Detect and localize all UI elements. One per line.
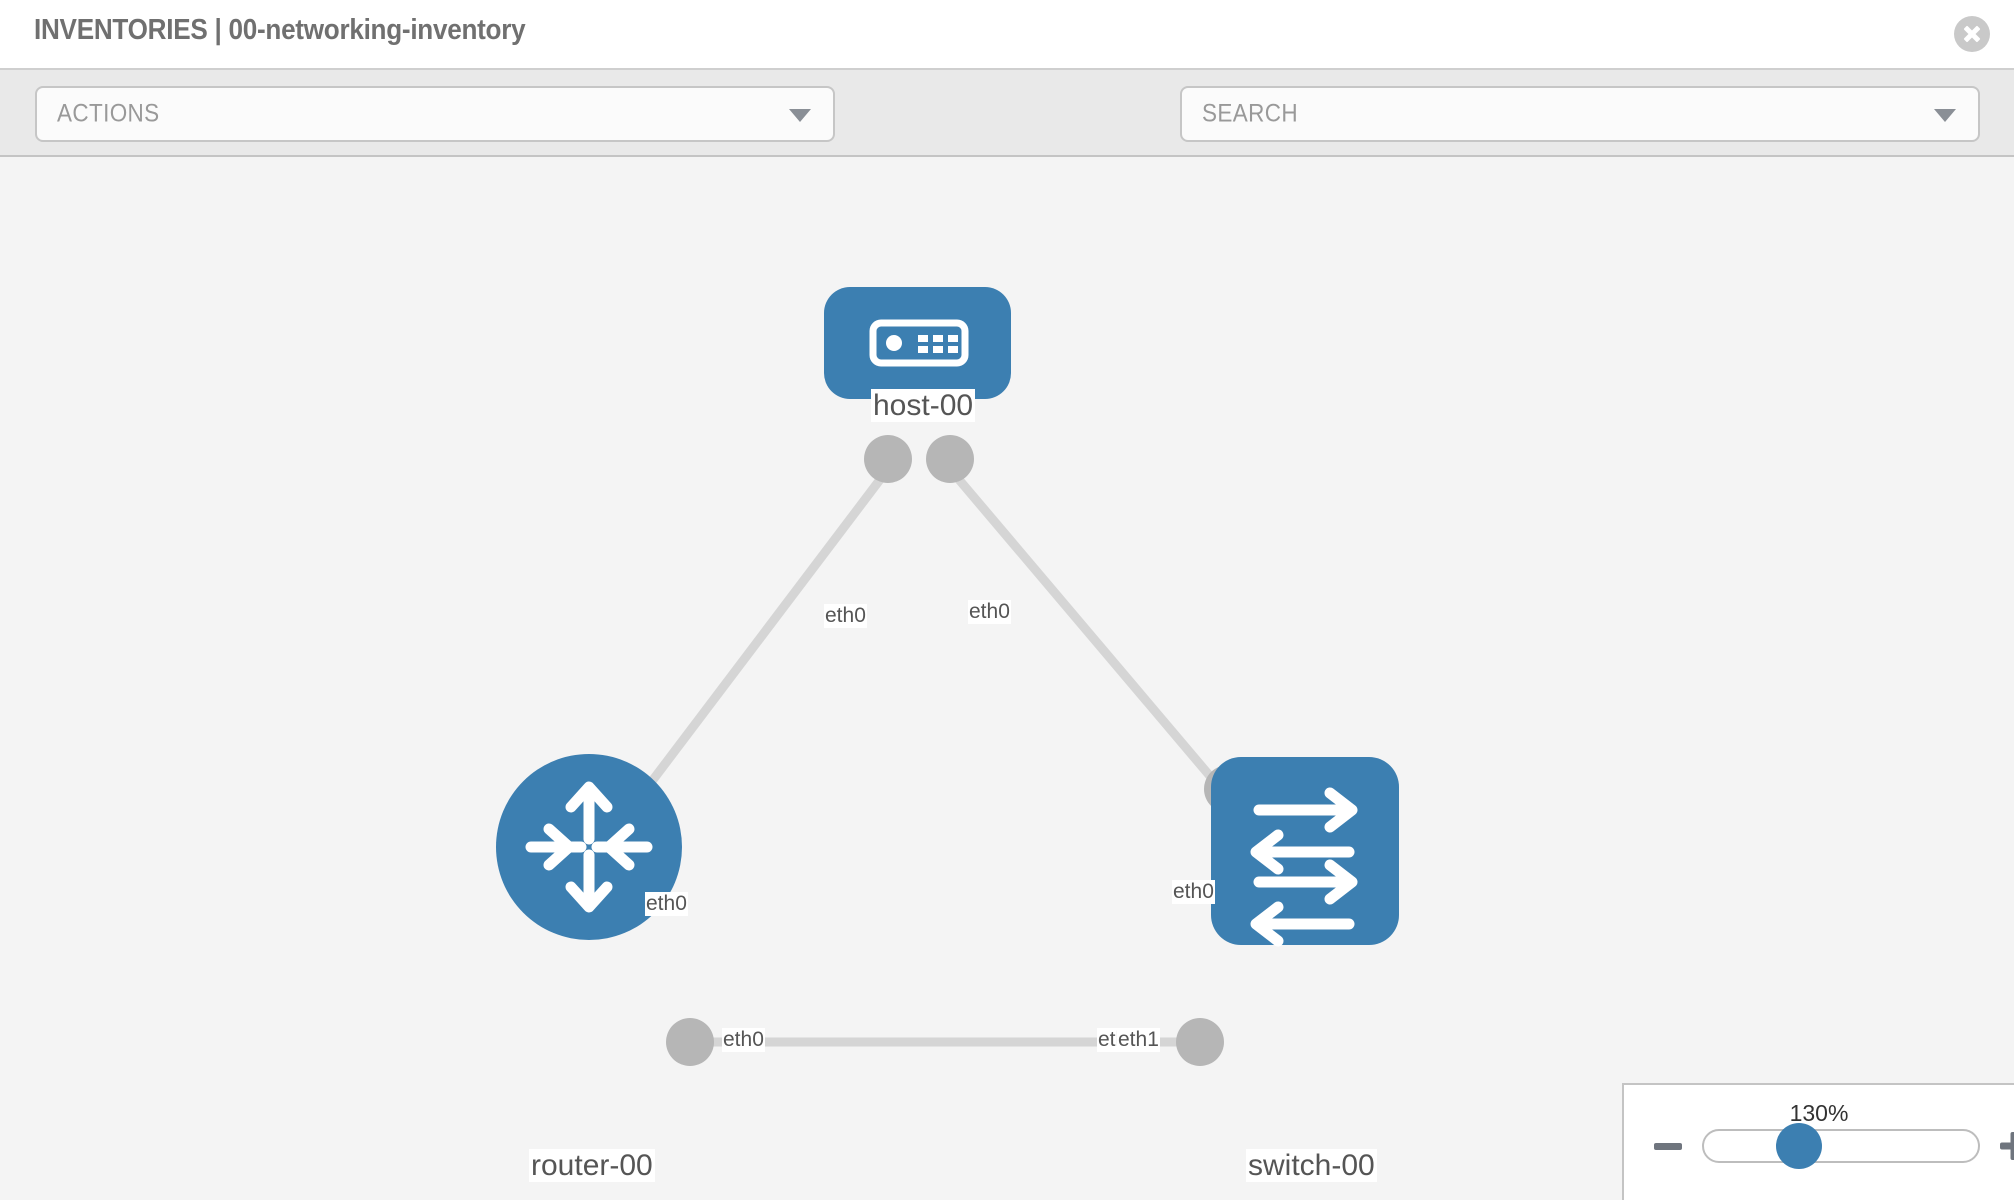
node-label-host-00: host-00	[871, 389, 976, 422]
zoom-slider[interactable]	[1702, 1129, 1980, 1163]
actions-dropdown[interactable]: ACTIONS	[35, 86, 835, 142]
iface-label: eth1	[1117, 1028, 1160, 1053]
zoom-out-button[interactable]	[1654, 1143, 1682, 1150]
toolbar: ACTIONS SEARCH	[0, 68, 2014, 207]
port-router00-right[interactable]	[666, 1018, 714, 1066]
node-label-switch-00: switch-00	[1246, 1149, 1377, 1182]
iface-label: eth0	[1172, 880, 1215, 905]
search-input[interactable]: SEARCH	[1180, 86, 1980, 142]
chevron-down-icon[interactable]	[1934, 109, 1956, 122]
edge-host00-router00[interactable]	[636, 466, 892, 800]
close-icon[interactable]	[1954, 16, 1990, 52]
zoom-slider-thumb[interactable]	[1776, 1123, 1822, 1169]
port-host00-right[interactable]	[926, 435, 974, 483]
topology-canvas[interactable]: host-00 router-00 switch-00 eth0 eth0 et…	[0, 157, 2014, 1200]
chevron-down-icon	[789, 109, 811, 122]
topology-graph	[496, 287, 1399, 1066]
port-switch00-left[interactable]	[1176, 1018, 1224, 1066]
port-host00-left[interactable]	[864, 435, 912, 483]
server-icon	[869, 319, 969, 367]
iface-label: eth0	[824, 604, 867, 629]
switch-icon	[1250, 787, 1358, 947]
actions-dropdown-label: ACTIONS	[57, 99, 160, 128]
iface-label: eth0	[645, 892, 688, 917]
node-host-00[interactable]	[824, 287, 1011, 399]
page-header: INVENTORIES | 00-networking-inventory	[0, 0, 2014, 68]
node-router-00[interactable]	[496, 754, 682, 940]
page-title: INVENTORIES | 00-networking-inventory	[34, 14, 526, 46]
search-placeholder: SEARCH	[1202, 99, 1298, 128]
node-label-router-00: router-00	[529, 1149, 655, 1182]
router-icon	[525, 781, 653, 913]
graph-edges	[636, 466, 1219, 1047]
iface-label: eth0	[968, 600, 1011, 625]
edge-host00-switch00[interactable]	[946, 466, 1219, 785]
node-switch-00[interactable]	[1211, 757, 1399, 947]
iface-label: eth0	[722, 1028, 765, 1053]
graph-ports	[666, 435, 1252, 1066]
zoom-in-button[interactable]	[1999, 1131, 2014, 1161]
zoom-control-panel: 130%	[1622, 1083, 2014, 1200]
zoom-percent-label: 130%	[1789, 1100, 1849, 1126]
